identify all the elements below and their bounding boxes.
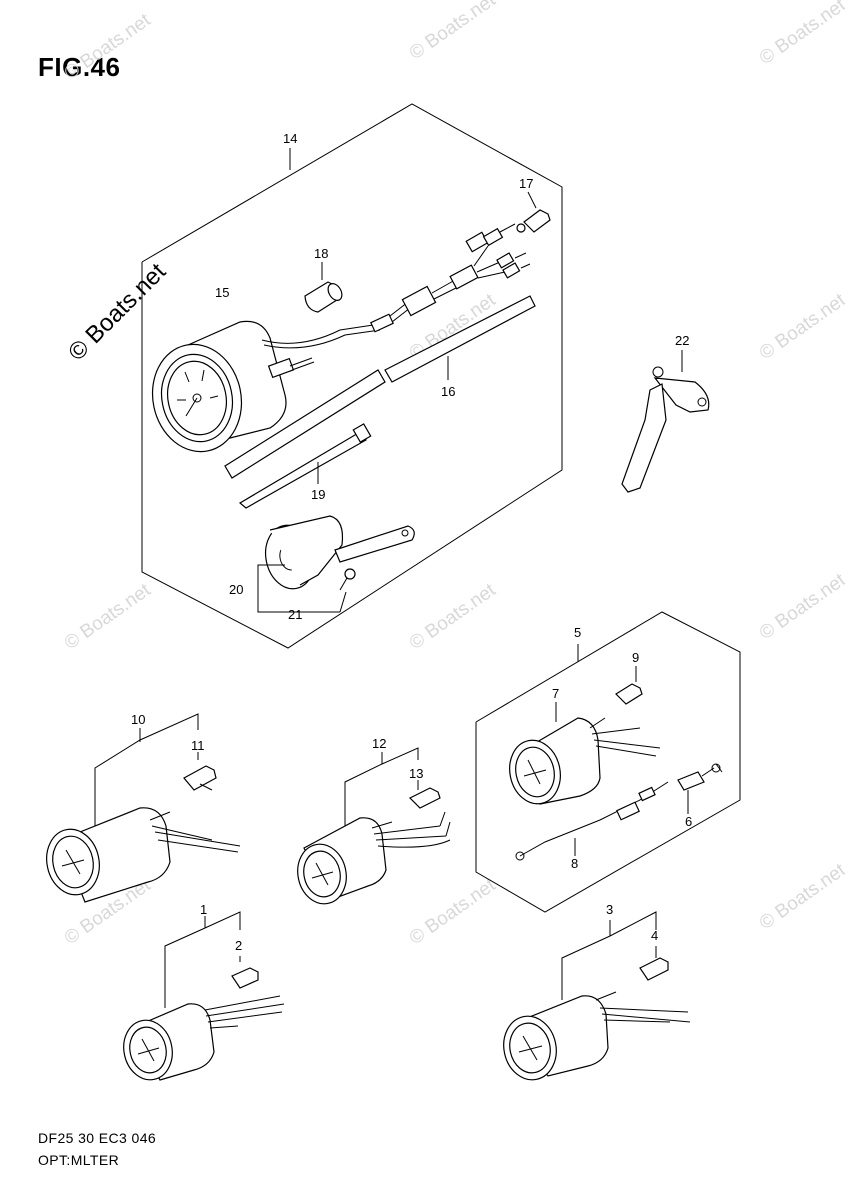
group-10	[46, 713, 241, 903]
part-15-tachometer	[151, 320, 381, 453]
part-3-gauge	[503, 991, 691, 1081]
part-8-lead	[515, 781, 669, 861]
footer-code: DF25 30 EC3 046	[38, 1130, 157, 1146]
callout-4: 4	[651, 928, 658, 943]
part-6-tube	[677, 763, 723, 814]
part-17-bulb	[516, 191, 551, 233]
callout-6: 6	[685, 814, 692, 829]
part-21-screw	[339, 568, 356, 591]
watermark: © Boats.net	[406, 579, 500, 654]
callout-13: 13	[409, 766, 423, 781]
watermark: © Boats.net	[756, 569, 845, 644]
watermark: © Boats.net	[756, 859, 845, 934]
watermark: © Boats.net	[406, 874, 500, 949]
callout-17: 17	[519, 176, 533, 191]
watermark: © Boats.net	[61, 9, 155, 84]
part-9-bulb	[615, 666, 643, 705]
callout-21: 21	[288, 607, 302, 622]
part-20-bracket	[264, 515, 415, 590]
part-22-bracket	[621, 350, 710, 493]
callout-12: 12	[372, 736, 386, 751]
part-18-socket	[304, 262, 343, 313]
watermark: © Boats.net	[756, 0, 845, 69]
callout-labels: 14 17 18 15 22 16 19 20 21 5 9 7 10 11 1…	[131, 131, 692, 953]
part-16-tube	[224, 295, 536, 479]
part-7-gauge	[509, 702, 661, 805]
group-1	[123, 911, 285, 1081]
callout-16: 16	[441, 384, 455, 399]
callout-20: 20	[229, 582, 243, 597]
group-12	[297, 747, 451, 905]
part-4-bulb	[639, 946, 669, 981]
part-2-bulb	[231, 967, 259, 989]
callout-11: 11	[191, 738, 205, 753]
part-13-bulb	[408, 780, 441, 809]
callout-18: 18	[314, 246, 328, 261]
callout-19: 19	[311, 487, 325, 502]
part-11-bulb	[183, 765, 217, 791]
part-19-cable-tie	[238, 423, 372, 509]
callout-22: 22	[675, 333, 689, 348]
group-5	[475, 611, 741, 913]
part-10-gauge	[46, 807, 241, 903]
group-14	[141, 103, 563, 649]
callout-14: 14	[283, 131, 297, 146]
callout-3: 3	[606, 902, 613, 917]
callout-7: 7	[552, 686, 559, 701]
group-3	[503, 911, 691, 1081]
figure-title: FIG.46	[38, 52, 121, 82]
callout-2: 2	[235, 938, 242, 953]
watermark: © Boats.net	[756, 289, 845, 364]
watermark-main: © Boats.net	[63, 258, 171, 366]
part-14-harness	[370, 223, 531, 333]
callout-10: 10	[131, 712, 145, 727]
part-1-gauge	[123, 995, 285, 1081]
callout-15: 15	[215, 285, 229, 300]
watermark: © Boats.net	[406, 0, 500, 64]
callout-5: 5	[574, 625, 581, 640]
footer-name: OPT:MLTER	[38, 1152, 120, 1168]
callout-8: 8	[571, 856, 578, 871]
watermark: © Boats.net	[61, 579, 155, 654]
callout-9: 9	[632, 650, 639, 665]
callout-1: 1	[200, 902, 207, 917]
part-12-gauge	[297, 811, 451, 905]
